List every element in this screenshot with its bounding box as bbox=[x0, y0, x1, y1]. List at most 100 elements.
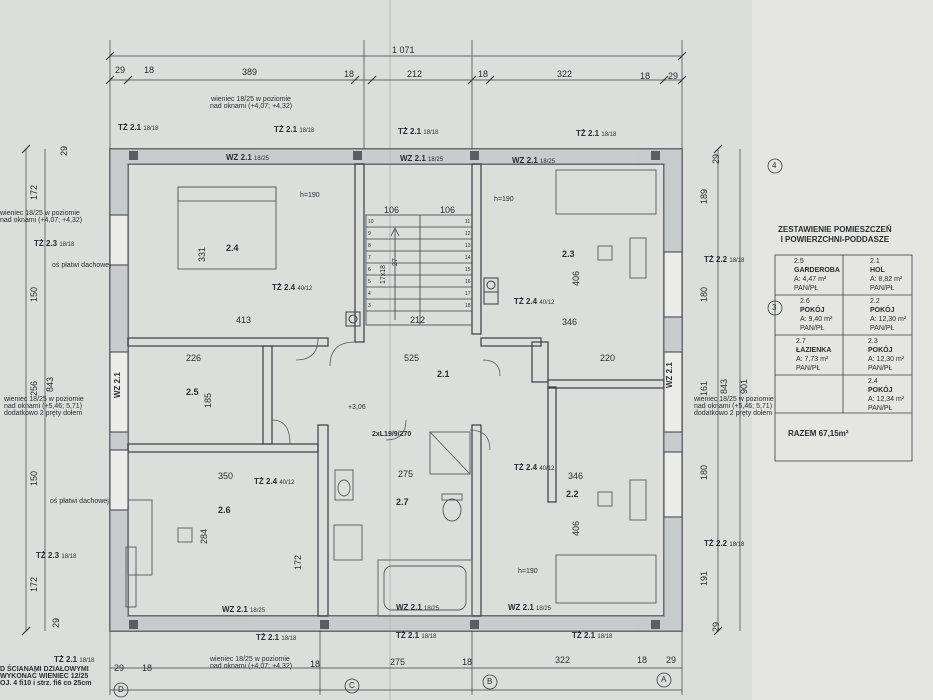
dim-left-5: 150 bbox=[29, 470, 39, 486]
dim-top-1: 29 bbox=[115, 65, 126, 75]
furniture bbox=[125, 169, 657, 617]
axis-D: D bbox=[118, 685, 124, 694]
summary-table-frame bbox=[774, 254, 913, 462]
beam-wz21-bottom-1: WZ 2.1 18/25 bbox=[222, 605, 266, 615]
dim-left-total: 843 bbox=[45, 376, 55, 392]
beam-wz21-top-2: WZ 2.1 18/25 bbox=[400, 154, 444, 164]
room-dim-22-w: 346 bbox=[568, 471, 584, 481]
axis-B: B bbox=[487, 677, 493, 686]
beam-tz23-left-top: TŻ 2.3 18/18 bbox=[34, 239, 75, 249]
dim-left-4: 256 bbox=[29, 380, 39, 396]
dim-top-7: 322 bbox=[557, 69, 573, 79]
svg-text:8: 8 bbox=[368, 243, 371, 249]
dim-bottom-1: 29 bbox=[114, 663, 125, 673]
svg-text:13: 13 bbox=[465, 243, 471, 249]
dim-bottom-5: 275 bbox=[390, 657, 406, 667]
beam-tz24-2: TŻ 2.4 40/12 bbox=[514, 297, 555, 307]
beam-tz21-bottom-1: TŻ 2.1 18/18 bbox=[256, 633, 297, 643]
dim-top-6: 18 bbox=[478, 69, 489, 79]
beam-tz24-3: TŻ 2.4 40/12 bbox=[254, 477, 295, 487]
stair-numbers: 10 9 8 7 6 5 4 3 11 12 13 14 15 16 17 18 bbox=[368, 219, 471, 309]
beam-wz21-bottom-2: WZ 2.1 18/25 bbox=[396, 603, 440, 613]
beam-tz21-top-mid1: TŻ 2.1 18/18 bbox=[274, 125, 315, 135]
beam-tz24-4: TŻ 2.4 40/12 bbox=[514, 463, 555, 473]
svg-text:5: 5 bbox=[368, 279, 371, 285]
axis-A: A bbox=[661, 675, 667, 684]
svg-text:18: 18 bbox=[465, 303, 471, 309]
dim-left-3: 150 bbox=[29, 286, 39, 302]
note-h190-2: h=190 bbox=[494, 196, 514, 203]
summary-total: RAZEM 67,15m² bbox=[788, 429, 849, 438]
dim-left-2: 172 bbox=[29, 184, 39, 200]
svg-text:7: 7 bbox=[368, 255, 371, 261]
ventilation-ducts bbox=[345, 277, 499, 327]
windows bbox=[109, 214, 683, 518]
room-dim-22-h: 406 bbox=[571, 520, 581, 536]
door-swings bbox=[271, 337, 501, 451]
svg-text:9: 9 bbox=[368, 231, 371, 237]
stair-dim-2: 106 bbox=[440, 205, 456, 215]
room-2-6: 2.6 bbox=[218, 505, 231, 515]
dim-top-3: 389 bbox=[242, 67, 258, 77]
stair-dim-4: 17x18 bbox=[380, 264, 387, 284]
dim-bottom-7: 322 bbox=[555, 655, 571, 665]
svg-text:11: 11 bbox=[465, 219, 470, 225]
beam-wz21-top-1: WZ 2.1 18/25 bbox=[226, 153, 270, 163]
note-platew-top: oś płatwi dachowej bbox=[52, 262, 111, 269]
axis-4: 4 bbox=[772, 161, 777, 170]
beam-tz22-right-top: TŻ 2.2 18/18 bbox=[704, 255, 745, 265]
beam-tz24-1: TŻ 2.4 40/12 bbox=[272, 283, 313, 293]
columns bbox=[129, 151, 660, 629]
dim-top-5: 212 bbox=[407, 69, 423, 79]
room-dim-26-w: 350 bbox=[218, 471, 234, 481]
summary-title: ZESTAWIENIE POMIESZCZEŃ I POWIERZCHNI-PO… bbox=[778, 225, 892, 244]
beam-tz23-left-bottom: TŻ 2.3 18/18 bbox=[36, 551, 77, 561]
stair-dim-5: 27 bbox=[392, 258, 399, 266]
room-2-7: 2.7 bbox=[396, 497, 409, 507]
dim-left-7: 29 bbox=[51, 617, 61, 628]
beam-wz21-bottom-3: WZ 2.1 18/25 bbox=[508, 603, 552, 613]
axis-3: 3 bbox=[772, 303, 777, 312]
svg-text:16: 16 bbox=[465, 279, 471, 285]
beam-tz21-bottom-3: TŻ 2.1 18/18 bbox=[572, 631, 613, 641]
dim-right-3: 180 bbox=[699, 286, 709, 302]
svg-text:10: 10 bbox=[368, 219, 374, 225]
dimension-lines bbox=[25, 40, 741, 695]
dim-right-total-outer: 843 bbox=[719, 378, 729, 394]
dim-bottom-4: 18 bbox=[310, 659, 321, 669]
room-dim-23-h: 406 bbox=[571, 270, 581, 286]
stair-dim-1: 106 bbox=[384, 205, 400, 215]
dim-bottom-2: 18 bbox=[142, 663, 153, 673]
svg-text:12: 12 bbox=[465, 231, 471, 237]
room-dim-24-w: 413 bbox=[236, 315, 252, 325]
dim-right-2: 189 bbox=[699, 188, 709, 204]
dim-total-top: 1 071 bbox=[392, 45, 415, 55]
beam-tz21-top-mid2: TŻ 2.1 18/18 bbox=[398, 127, 439, 137]
svg-text:15: 15 bbox=[465, 267, 471, 273]
dim-right-6: 191 bbox=[699, 570, 709, 586]
beam-tz21-top-right: TŻ 2.1 18/18 bbox=[576, 129, 617, 139]
paper-sheet-right-margin bbox=[752, 0, 933, 700]
room-dim-27-w: 275 bbox=[398, 469, 414, 479]
room-dim-21-w: 525 bbox=[404, 353, 420, 363]
room-dim-23-w: 346 bbox=[562, 317, 578, 327]
dim-right-7: 29 bbox=[711, 621, 721, 632]
note-lintel: 2xL19/9/270 bbox=[372, 431, 412, 438]
note-level: +3,06 bbox=[348, 404, 366, 411]
dim-top-4: 18 bbox=[344, 69, 355, 79]
dim-top-2: 18 bbox=[144, 65, 155, 75]
room-2-5: 2.5 bbox=[186, 387, 199, 397]
room-2-3: 2.3 bbox=[562, 249, 575, 259]
beam-wz21-left: WZ 2.1 bbox=[113, 372, 122, 398]
